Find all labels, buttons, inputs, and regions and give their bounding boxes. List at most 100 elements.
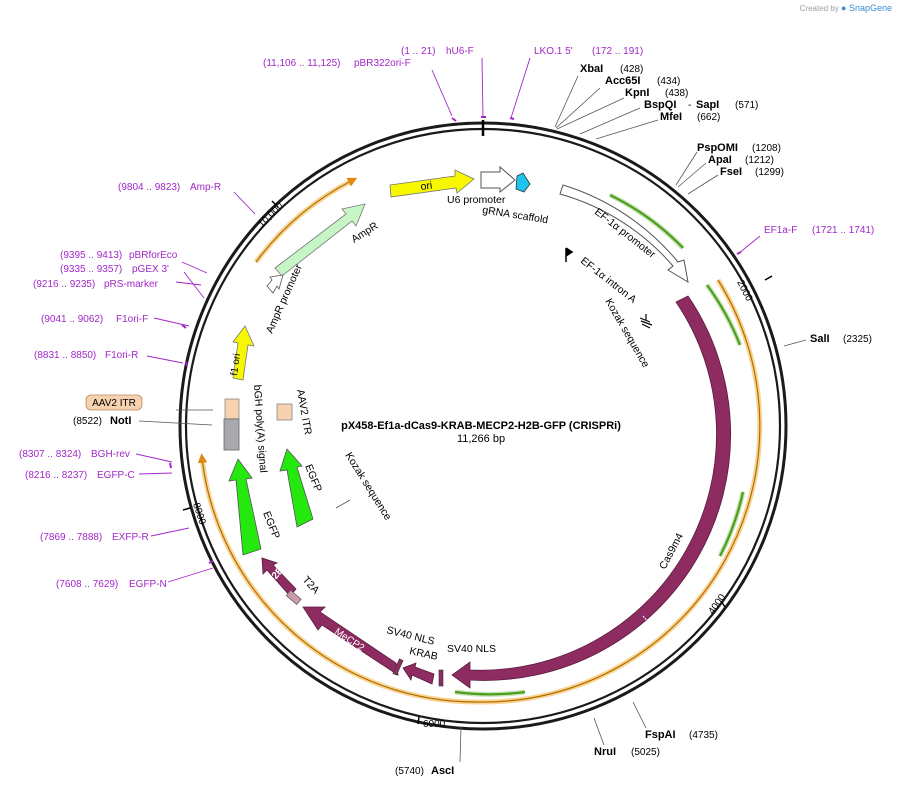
orange-band-left-line — [197, 453, 480, 703]
sv40-nls-box-2 — [438, 669, 444, 687]
primer-hu6f-pos: (1 .. 21) — [401, 46, 435, 57]
enzyme-pspomi-pos: (1208) — [752, 143, 781, 154]
snapgene-credit: Created by ● SnapGene — [799, 3, 892, 13]
enzyme-apai-pos: (1212) — [745, 155, 774, 166]
tick-label-6000: 6000 — [423, 719, 446, 730]
orange-band-top-left-line — [255, 177, 358, 263]
enzyme-mfei: MfeI — [660, 111, 682, 123]
primer-f1orir-pos: (8831 .. 8850) — [34, 350, 96, 361]
label-u6-promoter: U6 promoter — [447, 194, 506, 206]
primer-ampr-pos: (9804 .. 9823) — [118, 182, 180, 193]
enzyme-pspomi: PspOMI — [697, 142, 738, 154]
tick-2000 — [764, 275, 773, 281]
tick-label-4000: 4000 — [706, 592, 728, 617]
green-band-cas9-mid — [719, 491, 745, 557]
enzyme-fsei-pos: (1299) — [755, 167, 784, 178]
enzyme-fsei: FseI — [720, 166, 742, 178]
green-band-ef1a — [609, 194, 684, 249]
primer-egfpn: EGFP-N — [129, 579, 167, 590]
mecp2-arrow — [302, 606, 399, 676]
enzyme-fspai: FspAI — [645, 729, 676, 741]
label-kozak-mid: Kozak sequence — [342, 450, 393, 522]
primer-pgex3-pos: (9335 .. 9357) — [60, 264, 122, 275]
tick-8000 — [182, 507, 191, 511]
tick-6000 — [417, 716, 420, 725]
enzyme-bspqi-sep: - — [688, 100, 691, 111]
egfp-left-arrow — [228, 458, 262, 556]
tick-10000 — [271, 200, 279, 208]
enzyme-xbai-pos: (428) — [620, 64, 643, 75]
enzyme-bspqi-pos: (571) — [735, 100, 758, 111]
primer-ef1af-pos: (1721 .. 1741) — [812, 225, 874, 236]
ori-arrow — [389, 169, 475, 198]
grna-scaffold-arrow — [515, 172, 531, 193]
primer-bghrev: BGH-rev — [91, 449, 130, 460]
green-band-bottom — [454, 690, 526, 696]
enzyme-acc65i-pos: (434) — [657, 76, 680, 87]
u6-promoter-arrow — [480, 165, 516, 194]
primer-pbrforeco-pos: (9395 .. 9413) — [60, 250, 122, 261]
primer-lko: LKO.1 5' — [534, 46, 573, 57]
primer-leaders — [135, 57, 761, 583]
label-grna-scaffold: gRNA scaffold — [482, 204, 550, 226]
label-t2a: T2A — [300, 574, 322, 596]
kozak-flag — [639, 314, 653, 329]
bgh-box — [223, 418, 240, 451]
ampr-arrow — [274, 203, 366, 277]
enzyme-kpni-pos: (438) — [665, 88, 688, 99]
enzyme-kpni: KpnI — [625, 87, 649, 99]
enzyme-noti-pos: (8522) — [73, 416, 102, 427]
primer-exfpr: EXFP-R — [112, 532, 149, 543]
primer-lko-pos: (172 .. 191) — [592, 46, 643, 57]
enzyme-sali-pos: (2325) — [843, 334, 872, 345]
label-krab: KRAB — [408, 645, 438, 663]
label-aav2-itr-left: AAV2 ITR — [92, 398, 136, 409]
primer-egfpc: EGFP-C — [97, 470, 135, 481]
aav2-itr-left-label-box — [85, 394, 143, 411]
primer-f1orif-pos: (9041 .. 9062) — [41, 314, 103, 325]
label-f1-ori: f1 ori — [229, 353, 243, 377]
cas9-arrow — [451, 295, 732, 689]
primer-ef1af: EF1a-F — [764, 225, 797, 236]
cas9-divider-2 — [642, 615, 651, 625]
tick-label-10000: 10,000 — [256, 200, 285, 230]
green-band-cas9-mid-glow — [717, 491, 746, 558]
enzyme-acc65i: Acc65I — [605, 75, 640, 87]
enzyme-sali: SalI — [810, 333, 830, 345]
aav2-itr-left-box — [224, 398, 240, 420]
green-band-cas9-top — [706, 284, 742, 346]
orange-band-right-line — [478, 279, 761, 703]
label-bgh: bGH poly(A) signal — [251, 384, 269, 473]
primer-pgex3: pGEX 3' — [132, 264, 169, 275]
primer-prsmarker: pRS-marker — [104, 279, 159, 290]
label-ori: ori — [420, 180, 433, 193]
enzyme-apai: ApaI — [708, 154, 732, 166]
aav2-itr-right-box — [276, 403, 293, 421]
ampr-promoter-arrow — [266, 274, 284, 294]
primer-pbr322-pos: (11,106 .. 11,125) — [263, 58, 340, 69]
label-sv40-nls-2: SV40 NLS — [447, 643, 496, 655]
primer-exfpr-pos: (7869 .. 7888) — [40, 532, 102, 543]
green-band-cas9-top-glow — [704, 283, 743, 346]
cas9-divider-1 — [688, 290, 699, 297]
green-band-ef1a-glow — [608, 192, 685, 250]
t2a-box — [285, 589, 302, 605]
egfp-inner-arrow — [279, 448, 314, 528]
krab-arrow — [402, 662, 435, 685]
enzyme-sapi: SapI — [696, 99, 719, 111]
primer-prsmarker-pos: (9216 .. 9235) — [33, 279, 95, 290]
primer-hu6f: hU6-F — [446, 46, 474, 57]
tick-4000 — [720, 600, 726, 608]
primer-bghrev-pos: (8307 .. 8324) — [19, 449, 81, 460]
enzyme-nrui: NruI — [594, 746, 616, 758]
leader-lines — [138, 75, 807, 763]
primer-f1orir: F1ori-R — [105, 350, 138, 361]
primer-ampr: Amp-R — [190, 182, 221, 193]
enzyme-noti: NotI — [110, 415, 131, 427]
enzyme-mfei-pos: (662) — [697, 112, 720, 123]
enzyme-bspqi: BspQI — [644, 99, 676, 111]
plasmid-name: pX458-Ef1a-dCas9-KRAB-MECP2-H2B-GFP (CRI… — [341, 420, 621, 432]
enzyme-fspai-pos: (4735) — [689, 730, 718, 741]
sv40-nls-box-1 — [392, 658, 404, 676]
